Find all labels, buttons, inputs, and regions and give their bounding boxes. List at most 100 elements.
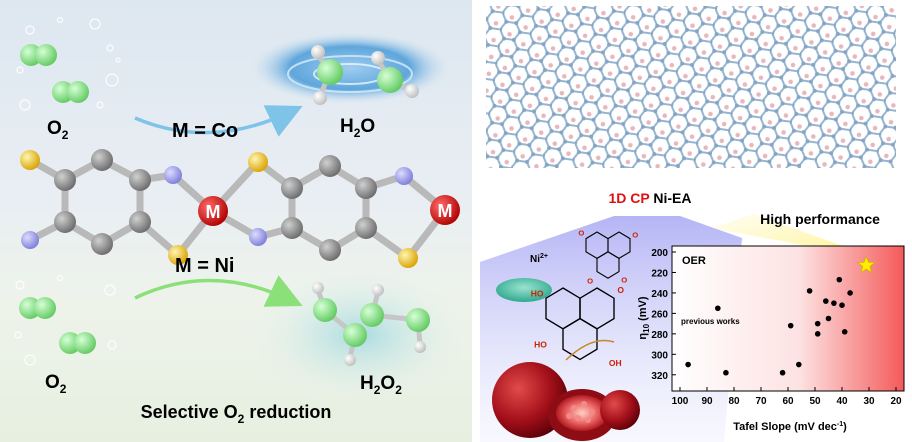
data-point (796, 361, 802, 368)
carbon-atom (355, 217, 377, 239)
ni-ea-coordination-polymer-panel: 1D CP Ni-EA High performance Ni2+ O O O … (480, 6, 905, 442)
y-tick-label: 320 (651, 371, 668, 382)
x-axis-label: Tafel Slope (mV dec-1) (733, 421, 847, 433)
x-tick-label: 100 (672, 396, 689, 407)
x-tick-label: 40 (836, 396, 848, 407)
sulfur-atom (168, 245, 188, 265)
ni-ea-highlight-star-icon (856, 255, 876, 274)
h2o2-molecule-a (312, 282, 367, 366)
data-point (685, 361, 691, 368)
water-pool (250, 32, 450, 104)
sulfur-atom (20, 150, 40, 170)
svg-text:O: O (578, 228, 584, 237)
data-point (779, 369, 786, 376)
x-tick-label: 50 (809, 396, 821, 407)
cobalt-route-arrow (134, 105, 303, 137)
carbon-atom (281, 177, 303, 199)
carbon-atom (281, 217, 303, 239)
h2o2-molecule-b (360, 284, 430, 353)
x-tick-label: 90 (701, 396, 713, 407)
selective-o2-reduction-panel: O2 M = Co H2O (0, 0, 472, 442)
x-tick-label: 20 (890, 396, 902, 407)
data-point (715, 305, 721, 312)
panel-caption: Selective O2 reduction (141, 402, 332, 426)
x-tick-label: 30 (863, 396, 875, 407)
o2-molecule-top-b (52, 81, 89, 103)
cobalt-route-label: M = Co (172, 120, 238, 142)
y-tick-label: 260 (651, 309, 668, 320)
o2-label-bottom: O2 (45, 372, 67, 396)
carbon-atom (91, 149, 113, 171)
data-point (825, 315, 832, 322)
data-point (814, 320, 821, 327)
h2o-molecule-b (371, 51, 419, 98)
carbon-atom (129, 169, 151, 191)
y-tick-label: 220 (651, 268, 668, 279)
o2-molecule-top-a (20, 44, 57, 66)
svg-text:O: O (632, 231, 638, 240)
y-tick-label: 200 (651, 248, 668, 259)
svg-text:OH: OH (609, 358, 622, 368)
x-tick-label: 60 (782, 396, 794, 407)
pomegranate-small (600, 390, 640, 430)
data-point (847, 290, 853, 296)
svg-text:HO: HO (531, 289, 544, 299)
molecule-atoms (20, 149, 460, 268)
metal-label-right: M (438, 201, 453, 221)
svg-text:O: O (621, 276, 627, 285)
y-tick-label: 300 (651, 350, 668, 361)
h2o2-label: H2O2 (360, 373, 402, 397)
h2o-molecule-a (311, 45, 343, 105)
nickel-route-label: M = Ni (175, 255, 234, 277)
nitrogen-atom (249, 228, 267, 246)
previous-works-annotation: previous works (681, 317, 740, 326)
ellagic-acid-small: O O O O (578, 228, 638, 285)
y-axis: 200 220 240 260 280 300 320 (651, 248, 676, 382)
crystal-lattice (486, 6, 896, 168)
ellagic-acid-large: HO O OH HO (531, 285, 625, 368)
metal-label-center: M (206, 202, 221, 222)
high-performance-label: High performance (760, 211, 880, 227)
carbon-atom (91, 233, 113, 255)
highlight-layer (856, 255, 876, 274)
o2-molecule-bottom-b (59, 332, 96, 354)
pomegranates (492, 339, 640, 441)
carbon-atom (319, 155, 341, 177)
carbon-atom (355, 177, 377, 199)
data-point (831, 300, 837, 306)
metal-atom-center (198, 196, 228, 226)
sulfur-atom (248, 152, 268, 172)
y-axis-label: η10 (mV) (637, 296, 651, 339)
nickel-route-arrow (134, 275, 303, 307)
data-point (839, 302, 845, 309)
o2-label-top: O2 (47, 118, 69, 142)
oer-label: OER (682, 255, 706, 267)
svg-text:HO: HO (534, 340, 547, 350)
data-point (787, 322, 794, 329)
polymer-label: 1D CP Ni-EA (609, 190, 692, 206)
svg-text:O: O (617, 285, 624, 295)
bubbles-top (16, 16, 121, 111)
data-point (836, 276, 843, 283)
x-tick-label: 80 (728, 396, 740, 407)
svg-text:O: O (587, 277, 593, 286)
data-point (806, 288, 813, 294)
nickel-salt-powder (496, 278, 552, 302)
y-tick-label: 240 (651, 289, 668, 300)
carbon-atom (129, 211, 151, 233)
carbon-atom (319, 239, 341, 261)
nickel-ion-label: Ni2+ (530, 253, 548, 265)
bubbles-bottom (14, 274, 117, 366)
metal-atom-right (430, 195, 460, 225)
o2-molecule-bottom-a (19, 297, 56, 319)
data-point (723, 369, 729, 376)
data-points (685, 276, 853, 376)
nitrogen-atom (21, 231, 39, 249)
data-point (841, 329, 848, 335)
h2o-label: H2O (340, 116, 375, 140)
data-point (823, 298, 829, 304)
y-tick-label: 280 (651, 330, 668, 341)
